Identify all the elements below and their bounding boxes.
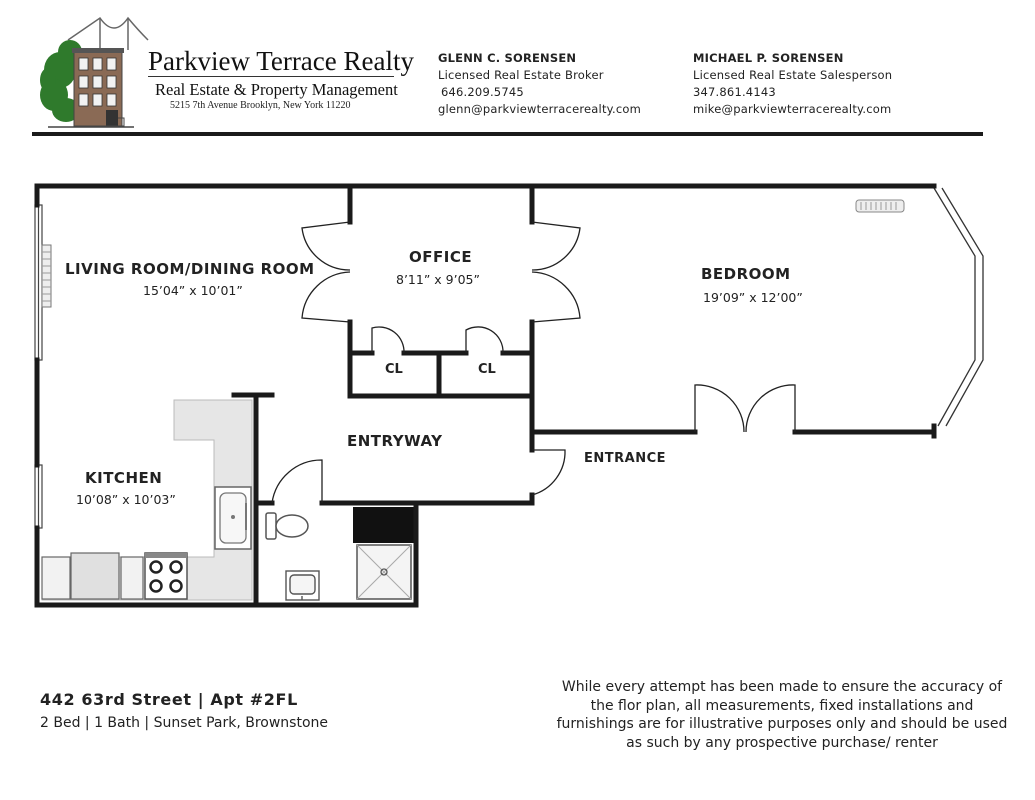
shower-icon	[353, 507, 415, 600]
agent-title: Licensed Real Estate Salesperson	[693, 68, 893, 82]
room-dims-living: 15’04” x 10’01”	[143, 283, 243, 298]
bridge-icon	[67, 16, 149, 50]
room-dims-bedroom: 19’09” x 12’00”	[703, 290, 803, 305]
room-label-kitchen: KITCHEN	[85, 469, 163, 487]
room-label-entryway: ENTRYWAY	[347, 432, 443, 450]
door-swings	[271, 221, 796, 504]
room-label-closet-1: CL	[385, 362, 403, 377]
stove-icon	[144, 552, 188, 600]
header-rule	[32, 132, 983, 136]
toilet-icon	[265, 512, 309, 540]
disclaimer-text: While every attempt has been made to ens…	[556, 679, 1008, 751]
agent-email[interactable]: mike@parkviewterracerealty.com	[693, 102, 892, 116]
kitchen-window	[34, 464, 43, 529]
room-dims-office: 8’11” x 9’05”	[396, 272, 480, 287]
living-room-window	[34, 204, 43, 361]
agent-phone: 646.209.5745	[441, 85, 524, 99]
room-label-living: LIVING ROOM/DINING ROOM	[65, 260, 315, 278]
company-name: Parkview Terrace Realty	[148, 46, 414, 76]
company-tagline: Real Estate & Property Management	[155, 80, 398, 99]
walls	[34, 183, 937, 608]
company-address: 5215 7th Avenue Brooklyn, New York 11220	[170, 100, 351, 111]
company-logo	[40, 16, 149, 128]
listing-address: 442 63rd Street | Apt #2FL	[40, 690, 298, 709]
radiator-icon	[855, 199, 905, 213]
room-label-office: OFFICE	[409, 248, 473, 266]
brownstone-icon	[72, 48, 125, 127]
room-label-bedroom: BEDROOM	[701, 265, 791, 283]
agent-name: MICHAEL P. SORENSEN	[693, 51, 844, 65]
bay-window	[933, 187, 984, 427]
agent-card-michael: MICHAEL P. SORENSEN Licensed Real Estate…	[693, 50, 892, 118]
agent-email[interactable]: glenn@parkviewterracerealty.com	[438, 102, 642, 116]
agent-phone: 347.861.4143	[693, 85, 776, 99]
listing-summary: 2 Bed | 1 Bath | Sunset Park, Brownstone	[40, 715, 329, 731]
room-dims-kitchen: 10’08” x 10’03”	[76, 492, 176, 507]
entrance-label: ENTRANCE	[584, 451, 666, 466]
agent-name: GLENN C. SORENSEN	[438, 51, 577, 65]
kitchen-appliances	[41, 552, 144, 600]
room-label-closet-2: CL	[478, 362, 496, 377]
bathroom-sink-icon	[285, 570, 320, 601]
agent-title: Licensed Real Estate Broker	[438, 68, 604, 82]
kitchen-sink-icon	[214, 486, 252, 550]
living-room-radiator	[41, 244, 52, 308]
brand-divider	[148, 76, 394, 77]
agent-card-glenn: GLENN C. SORENSEN Licensed Real Estate B…	[438, 50, 641, 118]
